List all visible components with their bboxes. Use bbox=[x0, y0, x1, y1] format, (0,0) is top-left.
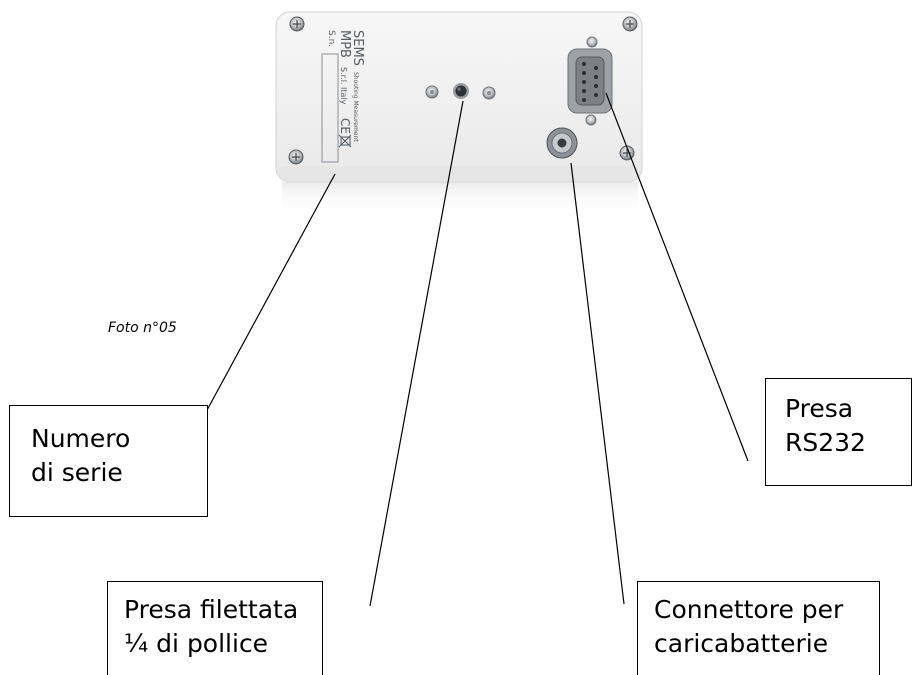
callout-line: Connettore per bbox=[654, 593, 879, 627]
callout-rs232-port: Presa RS232 bbox=[765, 378, 912, 486]
callout-line: caricabatterie bbox=[654, 627, 879, 661]
photo-caption: Foto n°05 bbox=[108, 320, 177, 336]
ce-mark: CE bbox=[338, 118, 352, 134]
callout-line: RS232 bbox=[785, 426, 911, 460]
callout-line: Presa bbox=[785, 392, 911, 426]
serial-label: S.n. bbox=[326, 30, 336, 47]
callout-threaded-socket: Presa filettata ¼ di pollice bbox=[107, 581, 323, 675]
screw-icon bbox=[586, 115, 596, 125]
screw-icon bbox=[290, 17, 304, 31]
leader-line-rs232 bbox=[606, 93, 748, 461]
leader-line-serial-number bbox=[193, 174, 335, 436]
callout-line: di serie bbox=[31, 456, 207, 490]
callout-line: Presa filettata bbox=[124, 593, 322, 627]
screw-icon bbox=[587, 37, 597, 47]
screw-icon bbox=[623, 17, 637, 31]
leader-line-charger-connector bbox=[571, 163, 624, 604]
callout-charger-connector: Connettore per caricabatterie bbox=[637, 581, 880, 675]
screw-icon bbox=[483, 87, 495, 99]
threaded-socket bbox=[453, 83, 469, 99]
screw-icon bbox=[426, 86, 438, 98]
device-maker-subtitle: S.r.l. Italy bbox=[339, 67, 348, 105]
device-reflection bbox=[282, 182, 638, 216]
callout-line: Numero bbox=[31, 422, 207, 456]
device-brand-subtitle: Shooting Measurement bbox=[352, 72, 359, 142]
callout-serial-number: Numero di serie bbox=[9, 405, 208, 517]
charger-connector bbox=[547, 128, 577, 158]
rs232-connector bbox=[568, 49, 612, 113]
screw-icon bbox=[289, 150, 303, 164]
callout-line: ¼ di pollice bbox=[124, 627, 322, 661]
device-maker: MPB bbox=[337, 30, 352, 58]
